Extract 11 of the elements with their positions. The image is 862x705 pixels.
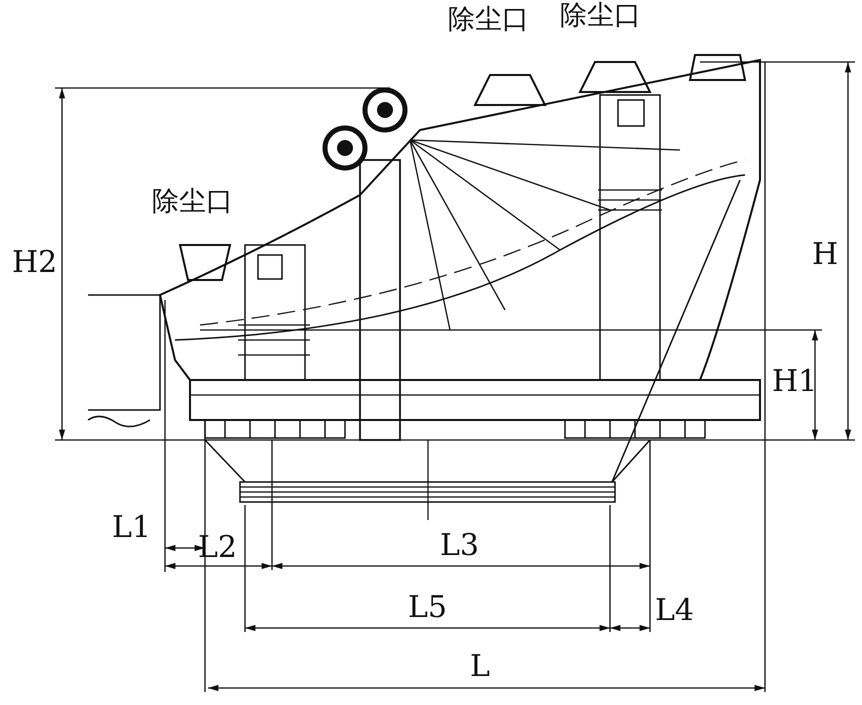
dimension-label: L5 <box>408 593 448 623</box>
dimension-label: L3 <box>440 531 480 561</box>
dimension-label: L1 <box>112 513 152 543</box>
part-label: 除尘口 <box>560 2 641 29</box>
part-label: 除尘口 <box>448 6 529 33</box>
dimension-label: H1 <box>772 367 818 397</box>
part-label: 除尘口 <box>152 188 233 215</box>
dimension-label: H <box>812 240 838 270</box>
dimension-label: L4 <box>655 596 694 626</box>
dimension-label: L <box>470 652 490 682</box>
dimension-label: H2 <box>12 248 58 278</box>
